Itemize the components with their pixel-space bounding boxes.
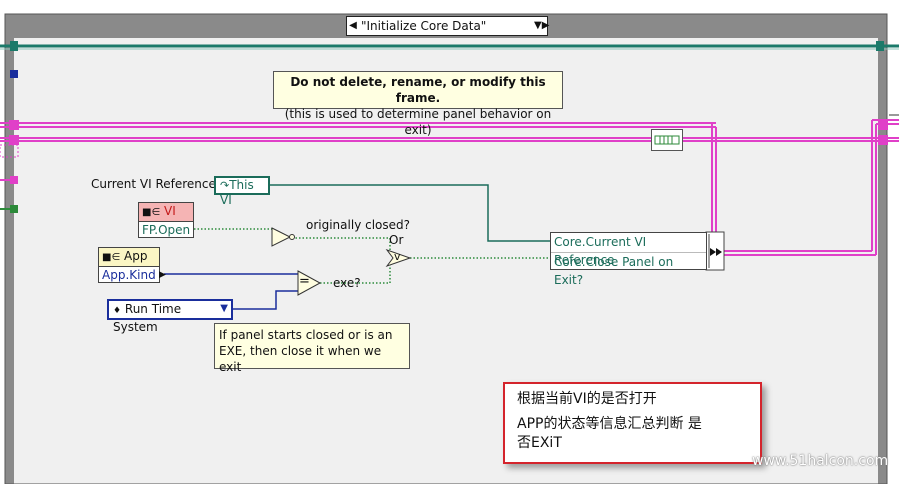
app-property-node-header: ■∈ App: [99, 248, 159, 267]
green-tunnel: [10, 205, 18, 213]
annotation-line1: 根据当前VI的是否打开: [517, 391, 657, 407]
originally-closed-label: originally closed?: [306, 218, 410, 232]
comment-line1: If panel starts closed or is an: [219, 328, 393, 342]
enum-wires: [164, 273, 298, 310]
property-node-icon: ■∈: [102, 252, 121, 263]
enum-increment-icon[interactable]: ♦: [113, 306, 122, 316]
blue-tunnel: [10, 70, 18, 78]
or-primitive: [385, 248, 412, 268]
run-time-system-enum[interactable]: ♦ Run Time System ▼: [107, 299, 233, 334]
or-symbol: v: [394, 250, 401, 263]
exit-behavior-comment: If panel starts closed or is an EXE, the…: [214, 323, 410, 374]
frame-warning-note: Do not delete, rename, or modify this fr…: [273, 71, 563, 137]
previous-case-icon[interactable]: ◀: [349, 20, 357, 31]
vi-property-node[interactable]: ■∈ VI FP.Open: [138, 202, 194, 238]
app-kind-property[interactable]: App.Kind: [102, 268, 156, 282]
exe-label: exe?: [333, 276, 361, 290]
bundle-item-close-panel-on-exit[interactable]: Core.Close Panel on Exit?: [554, 255, 674, 287]
frame-note-line1: Do not delete, rename, or modify this fr…: [290, 75, 546, 105]
case-selector-value: "Initialize Core Data": [361, 19, 487, 33]
bundle-item-current-vi-reference[interactable]: Core.Current VI Reference: [551, 233, 706, 267]
cluster-constant-icon[interactable]: [651, 129, 683, 151]
chinese-annotation-box: 根据当前VI的是否打开 APP的状态等信息汇总判断 是 否EXiT: [503, 382, 762, 464]
core-cluster-wire: [0, 119, 899, 256]
annotation-line3: 否EXiT: [517, 435, 562, 451]
this-vi-text: This VI: [220, 178, 254, 207]
enum-dropdown-icon[interactable]: ▼: [220, 303, 228, 314]
annotation-line2: APP的状态等信息汇总判断 是: [517, 416, 702, 432]
case-selector[interactable]: ◀ "Initialize Core Data" ▼▶: [346, 16, 550, 36]
app-property-node[interactable]: ■∈ App App.Kind: [98, 247, 160, 283]
output-arrow-icon: ▶: [159, 270, 166, 280]
vi-property-node-header: ■∈ VI: [139, 203, 193, 222]
vi-reference-wire: [270, 184, 551, 242]
frame-note-line2: (this is used to determine panel behavio…: [284, 107, 552, 137]
or-label: Or: [389, 233, 404, 247]
boolean-wires: [194, 228, 551, 284]
equal-primitive: [297, 270, 322, 296]
watermark-text: www.51halcon.com: [752, 453, 889, 469]
enum-value: Run Time System: [113, 302, 182, 334]
equal-symbol: =: [299, 274, 310, 289]
this-vi-icon: ↷: [220, 179, 230, 192]
bundle-by-name-node[interactable]: Core.Current VI Reference Core.Close Pan…: [550, 232, 707, 287]
comment-line2: EXE, then close it when we exit: [219, 344, 382, 374]
this-vi-constant[interactable]: ↷This VI: [214, 176, 270, 207]
property-node-icon: ■∈: [142, 207, 161, 218]
not-primitive: [271, 227, 292, 247]
fp-open-property[interactable]: FP.Open: [142, 223, 191, 237]
current-vi-reference-label: Current VI Reference: [91, 177, 216, 191]
case-dropdown-icon[interactable]: ▼▶: [534, 20, 550, 31]
